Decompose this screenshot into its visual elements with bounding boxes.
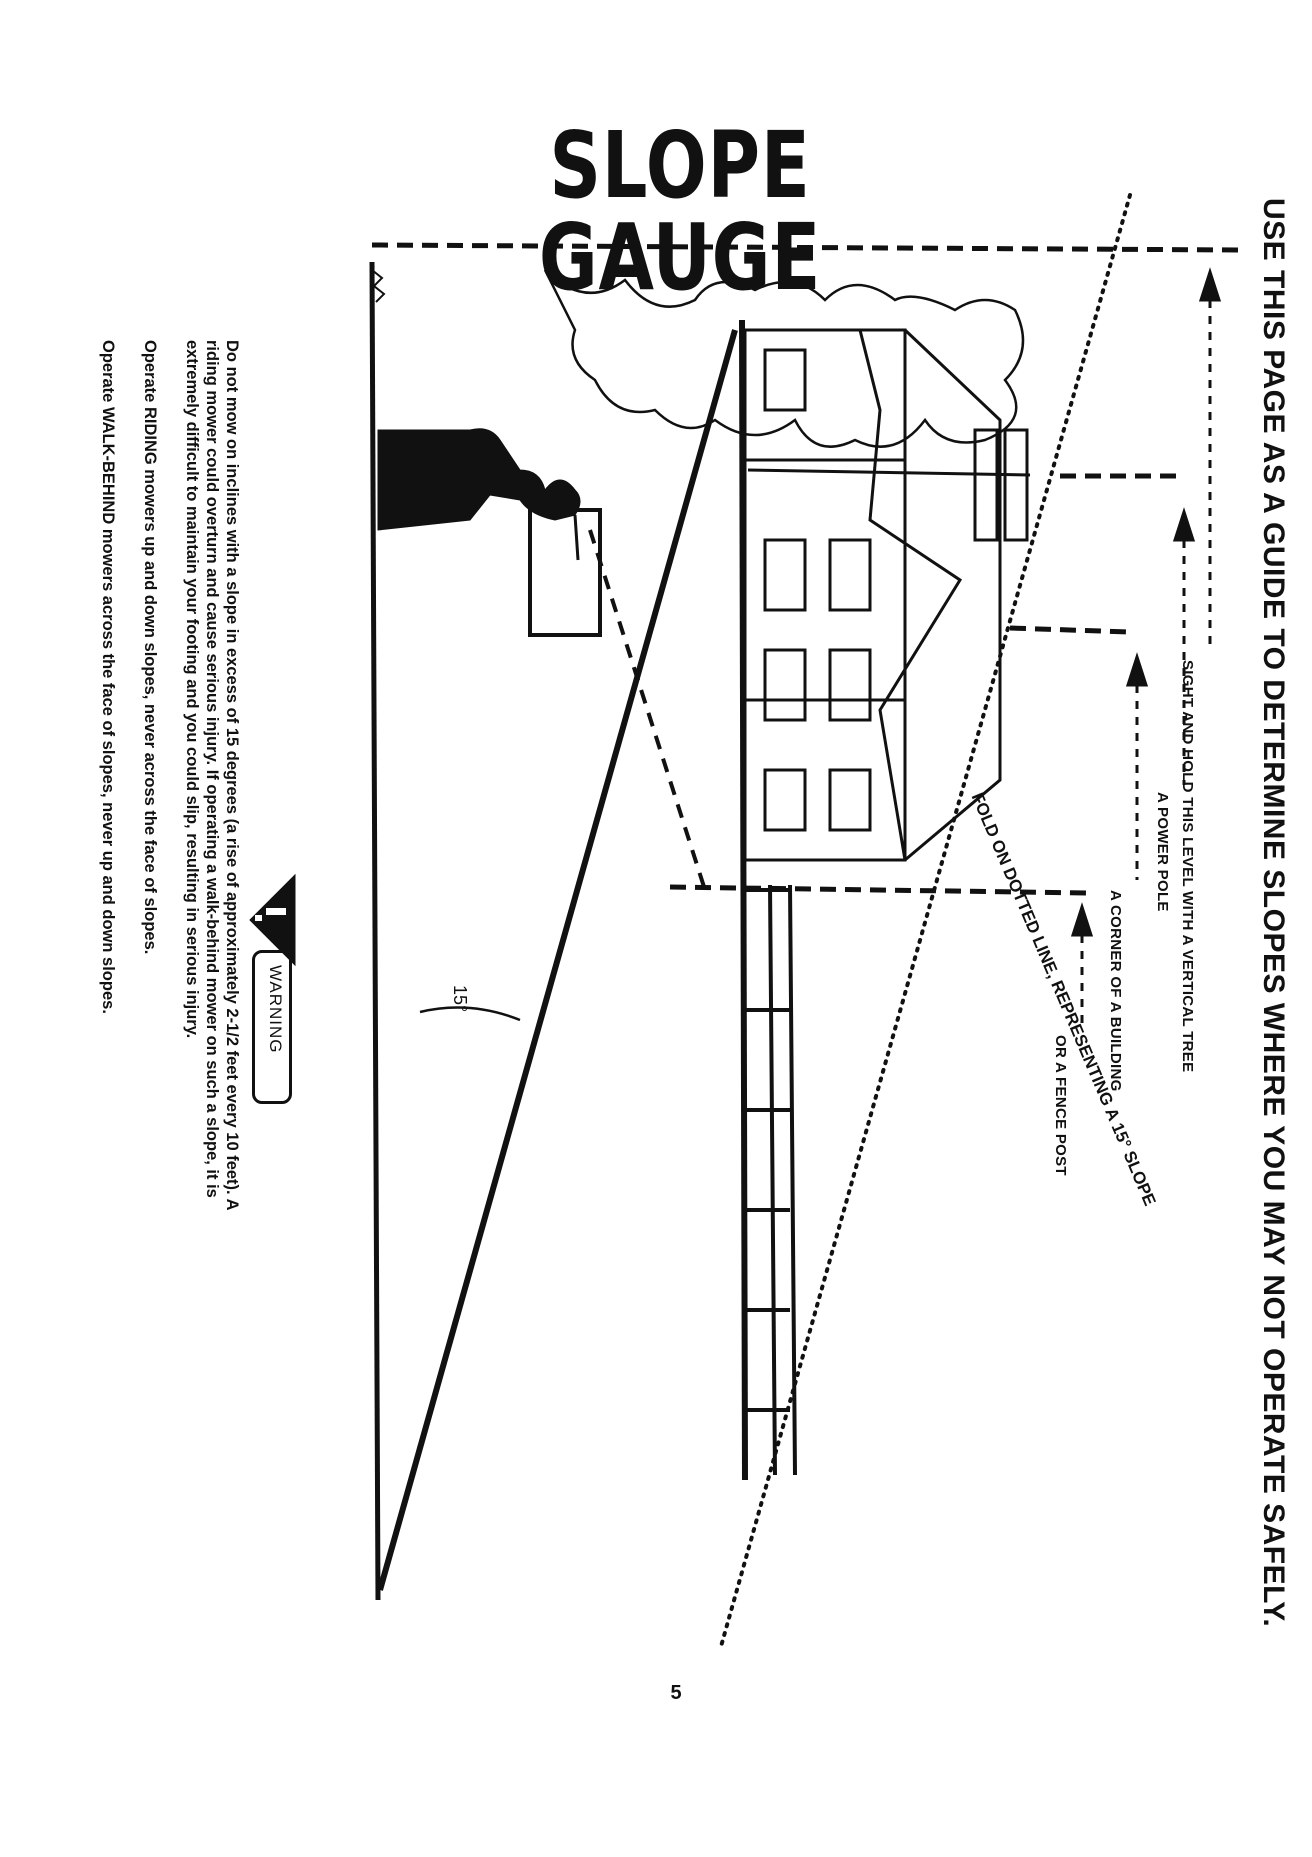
warning-paragraph: Do not mow on inclines with a slope in e… — [182, 340, 242, 1211]
page-title: SLOPE GAUGE — [538, 112, 822, 311]
label-power-pole: A POWER POLE — [1154, 792, 1171, 912]
slope-line-15 — [377, 329, 738, 1591]
angle-label: 15° — [450, 985, 470, 1013]
sight-line-building — [1009, 625, 1131, 635]
arrow-pole — [1172, 507, 1196, 785]
sight-line-fence — [669, 884, 1091, 896]
fence — [745, 884, 797, 1476]
tree-foliage — [543, 269, 1025, 448]
ground-line-vertical — [369, 261, 381, 1601]
fold-dotted-line — [718, 193, 1132, 1652]
warning-triangle — [249, 873, 296, 967]
person-silhouette — [377, 428, 602, 637]
warning-line: Do not mow on inclines with a slope in e… — [223, 340, 241, 1211]
warning-label: WARNING — [266, 965, 285, 1054]
warning-line: riding mower could overturn and cause se… — [203, 340, 221, 1198]
ground-grass — [371, 269, 386, 303]
arrow-tree — [1198, 267, 1222, 650]
arrow-fence — [1070, 902, 1094, 1025]
warning-line: extremely difficult to maintain your foo… — [183, 340, 201, 1039]
arrow-building — [1125, 652, 1149, 880]
power-pole — [747, 428, 1031, 542]
house-ground-line — [739, 319, 748, 1481]
label-building-corner: A CORNER OF A BUILDING — [1107, 890, 1124, 1092]
page-number: 5 — [670, 1682, 682, 1704]
house — [743, 328, 1002, 862]
slope-guide-headline: USE THIS PAGE AS A GUIDE TO DETERMINE SL… — [1257, 198, 1290, 1628]
sight-line-person — [588, 529, 707, 891]
warning-badge — [252, 950, 292, 1104]
label-vertical-tree: SIGHT AND HOLD THIS LEVEL WITH A VERTICA… — [1179, 660, 1196, 1073]
label-fence-post: OR A FENCE POST — [1052, 1035, 1069, 1176]
angle-arc — [419, 1006, 521, 1022]
riding-mower-instruction: Operate RIDING mowers up and down slopes… — [141, 340, 159, 955]
walk-behind-instruction: Operate WALK-BEHIND mowers across the fa… — [99, 340, 117, 1014]
sight-line-top — [371, 242, 1241, 253]
